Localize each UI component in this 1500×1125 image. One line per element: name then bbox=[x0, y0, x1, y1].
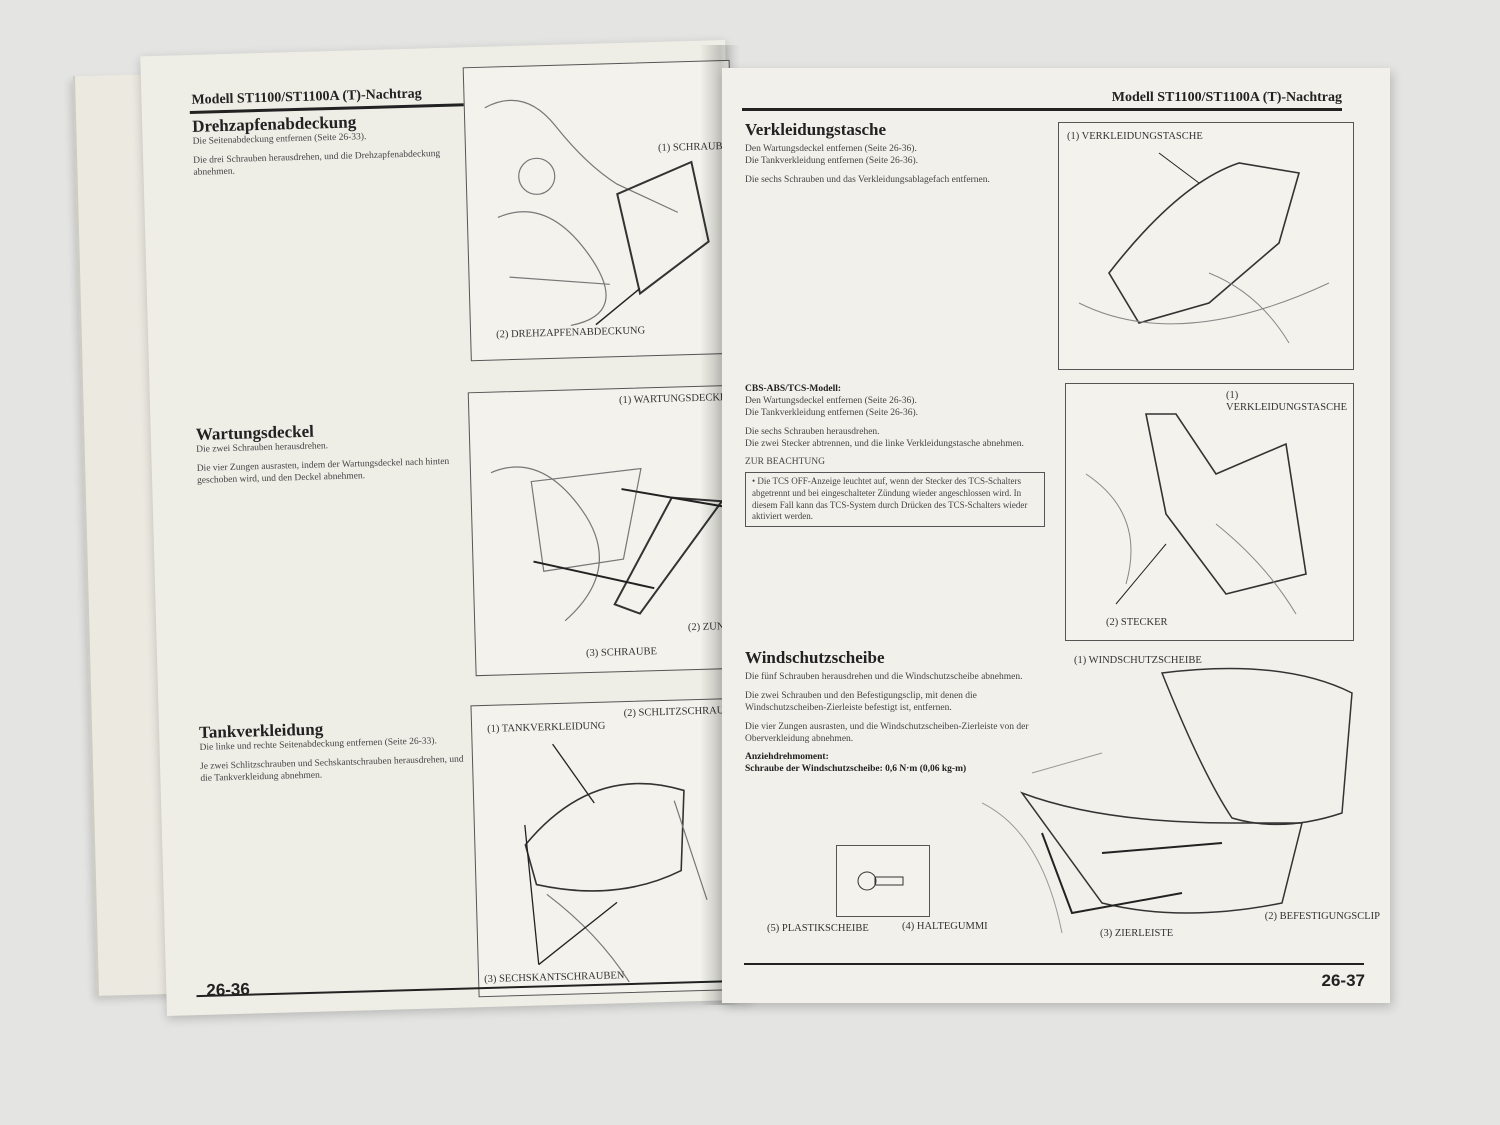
figure-label: (5) PLASTIKSCHEIBE bbox=[767, 923, 869, 934]
page-number: 26-36 bbox=[206, 979, 251, 1000]
figure-drehzapfenabdeckung: (1) SCHRAUBE (2) DREHZAPFENABDECKUNG bbox=[462, 59, 738, 362]
figure-verkleidungstasche: (1) VERKLEIDUNGSTASCHE bbox=[1058, 122, 1354, 370]
section-tankverkleidung: Tankverkleidung Die linke und rechte Sei… bbox=[199, 715, 471, 792]
paragraph: Den Wartungsdeckel entfernen (Seite 26-3… bbox=[745, 144, 917, 154]
figure-drawing bbox=[490, 466, 724, 622]
figure-windschutzscheibe: (1) WINDSCHUTZSCHEIBE (2) BEFESTIGUNGSCL… bbox=[981, 653, 1380, 953]
note-text: Die TCS OFF-Anzeige leuchtet auf, wenn d… bbox=[752, 476, 1028, 522]
figure-label: (2) STECKER bbox=[1106, 617, 1168, 628]
header-rule bbox=[742, 108, 1342, 111]
torque-label: Anziehdrehmoment: bbox=[745, 752, 829, 763]
figure-drawing bbox=[1078, 152, 1330, 344]
section-drehzapfenabdeckung: Drehzapfenabdeckung Die Seitenabdeckung … bbox=[192, 110, 459, 187]
figure-inset-haltegummi bbox=[836, 845, 930, 917]
figure-label: (1) WINDSCHUTZSCHEIBE bbox=[1074, 655, 1202, 666]
paragraph: Die Tankverkleidung entfernen (Seite 26-… bbox=[745, 155, 919, 166]
paragraph: Die zwei Schrauben und den Befestigungsc… bbox=[745, 690, 977, 713]
running-header: Modell ST1100/ST1100A (T)-Nachtrag bbox=[1111, 90, 1342, 105]
section-verkleidungstasche: Verkleidungstasche Den Wartungsdeckel en… bbox=[745, 120, 1040, 194]
figure-drawing bbox=[857, 871, 904, 891]
figure-verkleidungstasche-tcs: (1) VERKLEIDUNGSTASCHE (2) STECKER bbox=[1065, 383, 1354, 641]
paragraph: Die zwei Stecker abtrennen, und die link… bbox=[745, 438, 1024, 449]
section-title: Verkleidungstasche bbox=[745, 120, 887, 139]
figure-label: (3) ZIERLEISTE bbox=[1100, 928, 1174, 939]
page-number: 26-37 bbox=[1321, 971, 1365, 990]
paragraph: Die vier Zungen ausrasten, und die Winds… bbox=[745, 721, 1029, 744]
figure-label: (3) SCHRAUBE bbox=[585, 646, 658, 660]
torque-value: Schraube der Windschutzscheibe: 0,6 N·m … bbox=[745, 764, 967, 775]
right-page: Modell ST1100/ST1100A (T)-Nachtrag Verkl… bbox=[722, 68, 1390, 1003]
section-wartungsdeckel: Wartungsdeckel Die zwei Schrauben heraus… bbox=[196, 417, 468, 494]
figure-drawing bbox=[484, 99, 710, 327]
figure-label: (4) HALTEGUMMI bbox=[902, 921, 988, 932]
section-windschutzscheibe: Windschutzscheibe Die fünf Schrauben her… bbox=[745, 648, 1045, 783]
footer-rule bbox=[744, 963, 1364, 965]
section-cbs-abs-tcs: CBS-ABS/TCS-Modell: Den Wartungsdeckel e… bbox=[745, 384, 1045, 527]
subsection-title: CBS-ABS/TCS-Modell: bbox=[745, 384, 842, 394]
figure-wartungsdeckel: (1) WARTUNGSDECKEL (2) ZUNGE (3) SCHRAUB… bbox=[467, 384, 743, 677]
paragraph: Den Wartungsdeckel entfernen (Seite 26-3… bbox=[745, 395, 917, 406]
figure-label: (1) VERKLEIDUNGSTASCHE bbox=[1067, 131, 1203, 142]
note-box: • Die TCS OFF-Anzeige leuchtet auf, wenn… bbox=[745, 472, 1045, 527]
paragraph: Je zwei Schlitzschrauben und Sechskantsc… bbox=[199, 754, 464, 784]
note-title: ZUR BEACHTUNG bbox=[745, 457, 825, 468]
paragraph: Die fünf Schrauben herausdrehen und die … bbox=[745, 672, 1023, 682]
figure-label: (1) VERKLEIDUNGSTASCHE bbox=[1226, 390, 1348, 413]
paragraph: Die sechs Schrauben und das Verkleidungs… bbox=[745, 174, 990, 185]
paragraph: Die drei Schrauben herausdrehen, und die… bbox=[193, 148, 441, 178]
figure-drawing bbox=[524, 743, 708, 983]
figure-label: (2) BEFESTIGUNGSCLIP bbox=[1264, 911, 1380, 922]
figure-drawing bbox=[1085, 413, 1307, 615]
paragraph: Die Tankverkleidung entfernen (Seite 26-… bbox=[745, 407, 919, 418]
section-title: Windschutzscheibe bbox=[745, 648, 885, 667]
figure-tankverkleidung: (1) TANKVERKLEIDUNG (2) SCHLITZSCHRAUBE … bbox=[470, 697, 749, 998]
left-page: Modell ST1100/ST1100A (T)-Nachtrag Drehz… bbox=[140, 40, 752, 1016]
paragraph: Die vier Zungen ausrasten, indem der War… bbox=[196, 456, 450, 486]
figure-drawing bbox=[981, 667, 1353, 934]
paragraph: Die sechs Schrauben herausdrehen. bbox=[745, 426, 880, 437]
